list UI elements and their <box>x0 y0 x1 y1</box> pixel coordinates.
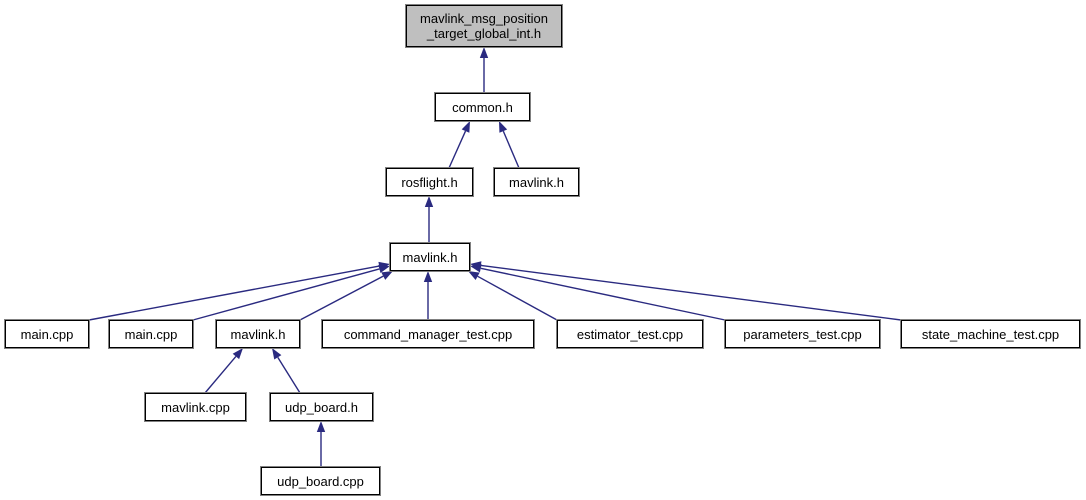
arrowhead-n2-to-n1 <box>461 121 470 133</box>
arrowhead-n6-to-n4 <box>378 264 390 273</box>
dependency-edge-n10-to-n4 <box>480 267 726 321</box>
arrowhead-n3-to-n1 <box>499 121 508 133</box>
arrowhead-n9-to-n4 <box>468 271 480 280</box>
graph-node-udp-board-cpp[interactable]: udp_board.cpp <box>260 466 381 496</box>
graph-node-state-machine-test-cpp[interactable]: state_machine_test.cpp <box>900 319 1081 349</box>
graph-node-parameters-test-cpp[interactable]: parameters_test.cpp <box>724 319 881 349</box>
graph-node-mavlink-cpp[interactable]: mavlink.cpp <box>144 392 247 422</box>
dependency-edge-n9-to-n4 <box>477 275 558 321</box>
graph-node-main-cpp[interactable]: main.cpp <box>4 319 90 349</box>
arrowhead-n10-to-n4 <box>470 264 482 273</box>
graph-node-udp-board-h[interactable]: udp_board.h <box>269 392 374 422</box>
arrowhead-n5-to-n4 <box>378 261 390 271</box>
graph-node-mavlink-h[interactable]: mavlink.h <box>389 242 471 272</box>
arrowhead-n1-to-n0 <box>479 47 489 58</box>
graph-node-mavlink-msg-position-target-global-int-h[interactable]: mavlink_msg_position _target_global_int.… <box>405 4 563 48</box>
dependency-edge-n5-to-n4 <box>88 265 380 321</box>
graph-node-command-manager-test-cpp[interactable]: command_manager_test.cpp <box>321 319 535 349</box>
dependency-edge-n11-to-n4 <box>480 264 902 321</box>
graph-node-mavlink-h[interactable]: mavlink.h <box>215 319 301 349</box>
graph-node-common-h[interactable]: common.h <box>434 92 531 122</box>
graph-node-mavlink-h[interactable]: mavlink.h <box>493 167 580 197</box>
arrowhead-n13-to-n7 <box>272 348 282 360</box>
arrowhead-n14-to-n13 <box>316 421 326 432</box>
graph-node-main-cpp[interactable]: main.cpp <box>108 319 194 349</box>
dependency-edge-n13-to-n7 <box>277 356 301 394</box>
arrowhead-n4-to-n2 <box>424 196 434 207</box>
dependency-edge-n6-to-n4 <box>192 268 380 321</box>
dependency-edge-n7-to-n4 <box>299 275 384 321</box>
graph-node-rosflight-h[interactable]: rosflight.h <box>385 167 474 197</box>
arrowhead-n8-to-n4 <box>423 271 433 282</box>
graph-node-estimator-test-cpp[interactable]: estimator_test.cpp <box>556 319 704 349</box>
arrowhead-n12-to-n7 <box>232 348 243 360</box>
arrowhead-n7-to-n4 <box>381 271 393 280</box>
dependency-edge-n3-to-n1 <box>502 130 520 169</box>
dependency-edge-n2-to-n1 <box>448 130 467 169</box>
dependency-edge-n12-to-n7 <box>204 355 237 394</box>
arrowhead-n11-to-n4 <box>470 261 482 270</box>
